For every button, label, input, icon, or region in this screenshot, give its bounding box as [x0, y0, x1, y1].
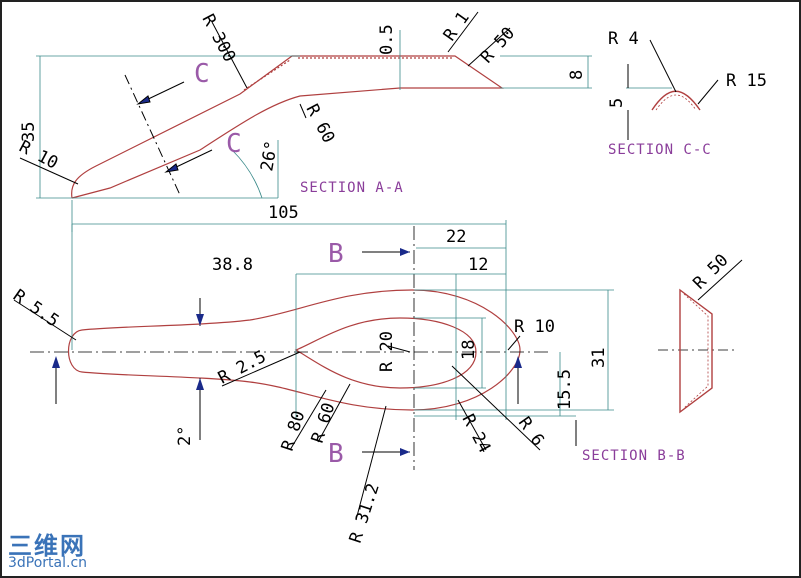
section-cc-profile [626, 39, 719, 140]
dim-r6: R 6 [514, 413, 548, 450]
section-aa-profile [71, 55, 504, 199]
section-aa-leaders [19, 11, 511, 196]
dim-22: 22 [446, 227, 466, 247]
section-c-label-1: C [194, 59, 210, 89]
dim-r20: R 20 [377, 331, 397, 372]
dim-18: 18 [459, 340, 479, 360]
section-bb-profile [679, 259, 743, 414]
section-aa-dimension-lines [36, 30, 592, 232]
dim-r10-bottom: R 10 [514, 317, 555, 337]
section-c-label-2: C [226, 129, 242, 159]
section-b-label-top: B [328, 239, 344, 269]
dim-r50-side: R 50 [689, 250, 732, 293]
site-logo-mark: 三维网 [8, 532, 86, 560]
section-b-arrows [52, 248, 522, 456]
dim-r80: R 80 [278, 408, 310, 453]
dim-5: 5 [607, 98, 627, 108]
section-cc-title: SECTION C-C [608, 142, 712, 158]
top-view-centerlines [30, 226, 736, 470]
dim-26-deg: 26° [257, 139, 282, 173]
dim-15-5: 15.5 [555, 369, 575, 410]
dim-38-8: 38.8 [212, 255, 253, 275]
dim-105: 105 [268, 203, 299, 223]
dim-35: 35 [19, 122, 39, 142]
dim-r15: R 15 [726, 71, 767, 91]
section-bb-title: SECTION B-B [582, 448, 686, 464]
dim-r50-top: R 50 [477, 24, 519, 68]
dim-0-5: 0.5 [377, 24, 397, 55]
dim-r60-top: R 60 [302, 101, 339, 147]
dim-r1: R 1 [440, 8, 474, 45]
dim-r300: R 300 [198, 11, 240, 66]
top-view-outline [68, 289, 521, 411]
top-view-leaders [13, 298, 577, 521]
top-view-dimension-lines [71, 220, 614, 420]
section-aa-title: SECTION A-A [300, 180, 404, 196]
dim-31: 31 [589, 348, 609, 368]
dim-12: 12 [468, 255, 488, 275]
dim-8: 8 [567, 70, 587, 80]
section-b-label-bottom: B [328, 439, 344, 469]
dim-r24: R 24 [458, 411, 495, 457]
section-c-arrows [136, 81, 213, 173]
dim-r4: R 4 [608, 29, 639, 49]
dim-2-deg: 2° [175, 426, 195, 446]
site-logo-url: 3dPortal.cn [8, 555, 88, 571]
dim-r2-5: R 2.5 [215, 347, 270, 389]
dim-r31-2: R 31.2 [346, 481, 384, 546]
dim-r5-5: R 5.5 [9, 286, 62, 332]
